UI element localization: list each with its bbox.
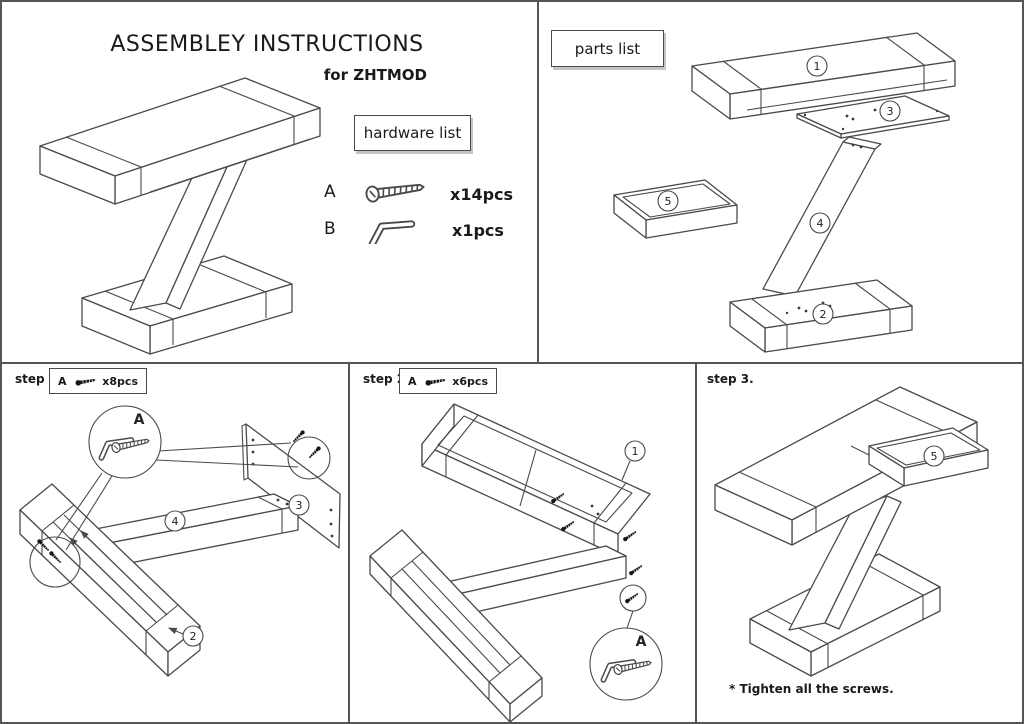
step-1-hardware-qty: x8pcs <box>102 374 138 388</box>
part-label: 5 <box>665 195 672 208</box>
parts-list-box: parts list <box>551 30 664 67</box>
page-subtitle: for ZHTMOD <box>323 66 427 84</box>
assembled-table-drawing <box>39 77 321 355</box>
part-label: 2 <box>190 630 197 643</box>
parts-list-label: parts list <box>574 39 641 58</box>
step-2-hardware-qty: x6pcs <box>452 374 488 388</box>
part-label: 4 <box>817 217 824 230</box>
screw-icon <box>624 591 640 605</box>
part-label: 3 <box>296 499 303 512</box>
part-label: 1 <box>632 445 639 458</box>
exploded-parts-drawing: 1 3 4 5 <box>613 32 956 353</box>
hardware-item-b-qty: x1pcs <box>452 221 504 240</box>
part-label: 2 <box>820 308 827 321</box>
step-1-hardware-box: A x8pcs <box>49 368 147 394</box>
panel-parts-list: parts list 1 3 4 <box>539 2 1022 364</box>
step-3-label: step 3. <box>707 372 754 386</box>
panel-step-2: step 2. A x6pcs <box>350 364 697 722</box>
step-2-hardware-box: A x6pcs <box>399 368 497 394</box>
hardware-list-label: hardware list <box>363 124 462 142</box>
part-label: 3 <box>887 105 894 118</box>
hardware-item-a-qty: x14pcs <box>450 185 514 204</box>
screw-icon <box>424 376 446 386</box>
allen-key-icon <box>362 214 426 244</box>
screw-icon <box>74 376 96 386</box>
step-1-hardware-id: A <box>58 374 67 388</box>
part-label: 5 <box>931 450 938 463</box>
part-label: 1 <box>814 60 821 73</box>
screw-icon <box>628 563 644 577</box>
callout-label: A <box>636 634 647 650</box>
panel-step-1: step 1. A x8pcs <box>2 364 350 722</box>
step-1-drawing: A 4 3 2 <box>19 405 341 677</box>
hardware-item-b-id: B <box>324 219 336 239</box>
screw-icon <box>291 429 306 444</box>
panel-step-3: step 3. 5 * Tighten all the screws. <box>697 364 1022 722</box>
tighten-screws-note: * Tighten all the screws. <box>729 682 894 696</box>
screw-icon <box>307 445 322 460</box>
page-title: ASSEMBLEY INSTRUCTIONS <box>110 32 424 57</box>
step-2-hardware-id: A <box>408 374 417 388</box>
part-label: 4 <box>172 515 179 528</box>
screw-icon <box>364 178 426 204</box>
step-3-drawing: 5 <box>714 386 989 677</box>
panel-overview: ASSEMBLEY INSTRUCTIONS for ZHTMOD hardwa… <box>2 2 539 364</box>
hardware-list-box: hardware list <box>354 115 471 151</box>
screw-icon <box>622 529 638 543</box>
hardware-item-a-id: A <box>324 182 336 202</box>
callout-label: A <box>134 412 145 428</box>
step-2-drawing: 1 A <box>369 403 663 722</box>
step-2-label: step 2. <box>363 372 410 386</box>
